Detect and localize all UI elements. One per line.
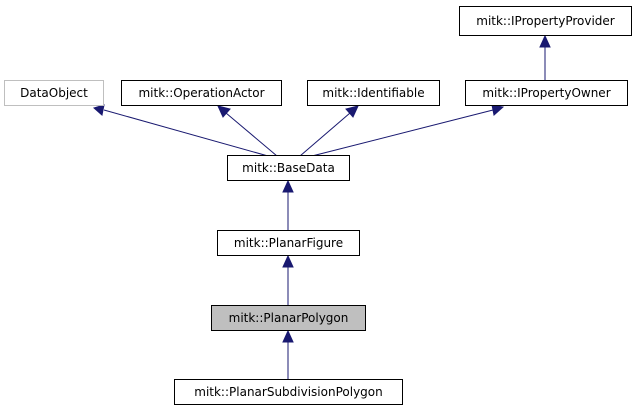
inheritance-edges <box>92 34 551 379</box>
arrowhead-planarfigure <box>282 254 294 268</box>
arrowhead-dataobject <box>92 104 105 116</box>
node-label-planarfigure: mitk::PlanarFigure <box>234 236 343 250</box>
node-box <box>459 6 632 36</box>
node-box <box>174 379 403 405</box>
node-label-basedata: mitk::BaseData <box>242 161 335 175</box>
edge-basedata-to-operationactor <box>225 112 278 157</box>
node-planarpolygon[interactable]: mitk::PlanarPolygon <box>211 305 366 331</box>
node-basedata[interactable]: mitk::BaseData <box>227 155 350 181</box>
arrowhead-ipropertyprovider <box>539 34 551 48</box>
arrowhead-operationactor <box>217 105 231 118</box>
node-identifiable[interactable]: mitk::Identifiable <box>307 80 440 106</box>
node-label-ipropertyprovider: mitk::IPropertyProvider <box>476 14 615 28</box>
arrowhead-planarpolygon <box>282 329 294 343</box>
node-ipropertyprovider[interactable]: mitk::IPropertyProvider <box>459 6 632 36</box>
node-box <box>121 80 282 106</box>
node-label-identifiable: mitk::Identifiable <box>322 86 424 100</box>
node-box <box>227 155 350 181</box>
arrowhead-identifiable <box>345 105 359 118</box>
edge-basedata-to-dataobject <box>103 109 269 157</box>
node-box <box>217 230 360 256</box>
node-label-planarsubdivisionpolygon: mitk::PlanarSubdivisionPolygon <box>194 385 383 399</box>
node-label-operationactor: mitk::OperationActor <box>138 86 264 100</box>
edge-basedata-to-identifiable <box>299 112 351 157</box>
arrowhead-basedata <box>282 179 294 193</box>
node-box <box>307 80 440 106</box>
node-label-dataobject: DataObject <box>20 86 88 100</box>
node-box <box>211 305 366 331</box>
class-nodes: mitk::IPropertyProvider DataObject mitk:… <box>4 6 632 405</box>
edge-basedata-to-ipropertyowner <box>311 109 494 157</box>
node-label-ipropertyowner: mitk::IPropertyOwner <box>482 86 610 100</box>
node-label-planarpolygon: mitk::PlanarPolygon <box>229 311 349 325</box>
node-ipropertyowner[interactable]: mitk::IPropertyOwner <box>465 80 628 106</box>
node-planarsubdivisionpolygon[interactable]: mitk::PlanarSubdivisionPolygon <box>174 379 403 405</box>
arrowhead-ipropertyowner <box>491 104 505 116</box>
node-box <box>4 80 104 106</box>
node-planarfigure[interactable]: mitk::PlanarFigure <box>217 230 360 256</box>
node-dataobject[interactable]: DataObject <box>4 80 104 106</box>
node-operationactor[interactable]: mitk::OperationActor <box>121 80 282 106</box>
node-box <box>465 80 628 106</box>
